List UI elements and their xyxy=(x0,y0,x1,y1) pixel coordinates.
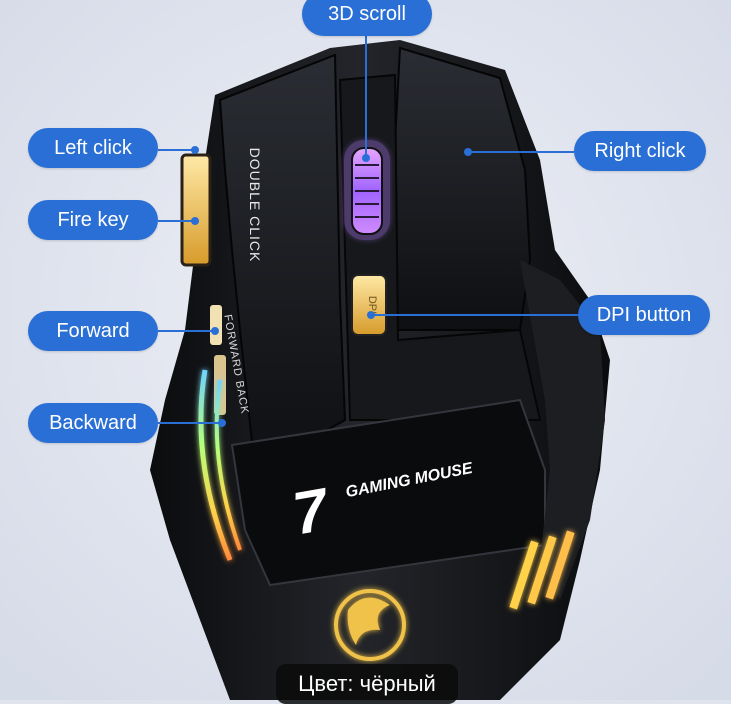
dpi-key-text: DPI xyxy=(366,296,378,314)
dragon-logo xyxy=(334,589,406,661)
rgb-stripe-left-1 xyxy=(198,369,233,561)
rgb-stripes-right xyxy=(509,530,575,610)
label-3d-scroll: 3D scroll xyxy=(302,0,432,36)
double-click-text: DOUBLE CLICK xyxy=(247,148,263,263)
callout-dots xyxy=(191,146,472,427)
label-forward: Forward xyxy=(28,311,158,351)
fire-key[interactable] xyxy=(180,153,212,267)
callout-lines xyxy=(158,36,578,424)
dpi-button[interactable] xyxy=(351,274,387,336)
color-caption: Цвет: чёрный xyxy=(276,664,458,704)
scroll-wheel-ribs xyxy=(355,164,379,218)
label-backward: Backward xyxy=(28,403,158,443)
label-dpi-button: DPI button xyxy=(578,295,710,335)
forward-button[interactable] xyxy=(210,305,222,345)
right-side-grip xyxy=(520,260,605,600)
label-right-click: Right click xyxy=(574,131,706,171)
rgb-stripe-left-2 xyxy=(214,379,242,551)
label-fire-key: Fire key xyxy=(28,200,158,240)
label-left-click: Left click xyxy=(28,128,158,168)
